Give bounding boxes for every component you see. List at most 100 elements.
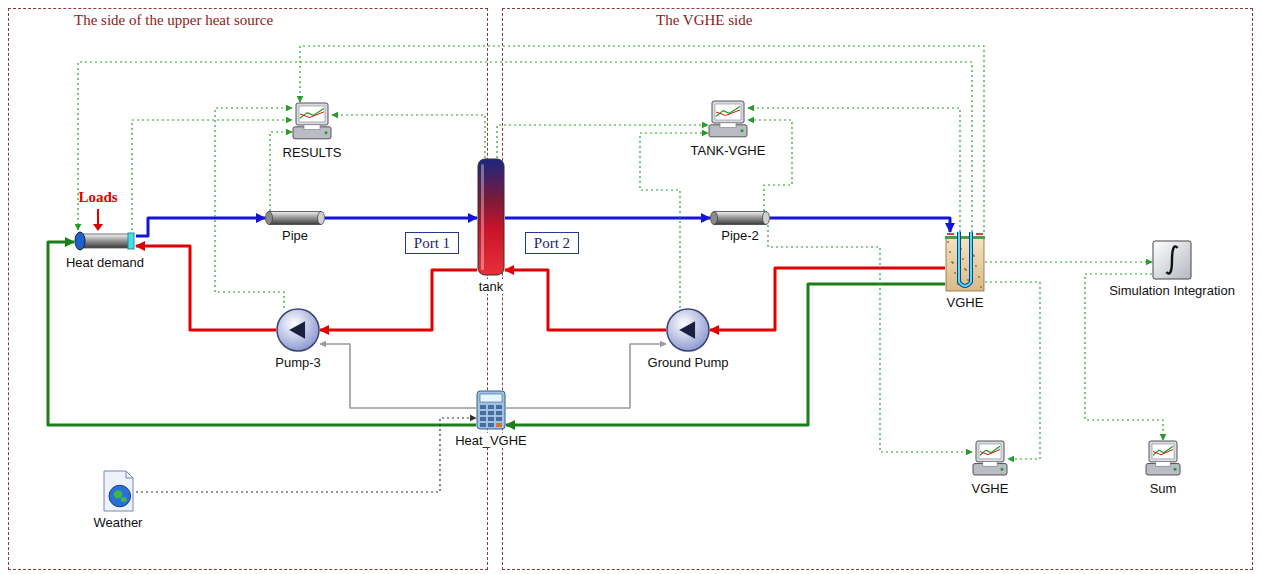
calc-symbol [476,390,506,430]
icon-part [109,485,131,507]
region-title: The VGHE side [653,12,755,29]
icon-part [952,262,954,264]
icon-part [269,212,321,225]
signal-link [768,225,972,452]
icon-part [296,103,328,125]
icon-part [947,233,983,235]
icon-part [128,233,134,249]
icon-part [712,101,744,123]
flow-pipe [770,218,950,232]
icon-part [763,212,770,225]
icon-part [983,462,997,467]
component-icon: Weather [100,470,136,512]
flow-pipe [506,284,945,425]
icon-part [277,309,319,351]
port-label: Port 2 [534,235,570,251]
printer-symbol [708,100,748,140]
port-box: Port 2 [525,232,579,254]
signal-link [332,115,485,158]
icon-part [716,106,740,116]
icon-part [976,441,1004,462]
component-icon: VGHE [972,440,1008,478]
icon-part [114,490,123,498]
icon-part [126,471,133,478]
icon-part [978,276,980,278]
port-box: Port 1 [405,232,459,254]
region-band: The side of the upper heat sourceHeat de… [8,8,488,570]
flow-pipe [136,246,276,330]
icon-part [1001,468,1004,471]
component-icon: Pump-3 [276,308,320,352]
signal-link [215,108,292,308]
load-arrow [97,209,99,226]
flow-pipe [710,268,945,330]
component-label: Heat_VGHE [453,433,529,448]
icon-part [949,251,951,253]
signal-link [748,120,792,211]
printer-symbol [292,102,332,142]
icon-part [1153,446,1173,455]
icon-part [496,417,502,421]
signal-link [497,125,708,158]
pipe-symbol [265,211,325,225]
icon-part [496,405,502,409]
icon-part [480,423,486,427]
component-icon: RESULTS [292,102,332,142]
icon-part [980,286,982,288]
component-label: TANK-VGHE [689,143,768,158]
icon-part [947,241,949,243]
icon-part [979,444,1001,459]
icon-part [488,423,494,427]
icon-part [1153,241,1191,279]
pump-symbol [666,308,710,352]
flow-pipe [506,344,666,408]
icon-part [714,212,766,225]
printer-symbol [1145,440,1181,478]
icon-part [477,391,505,429]
icon-part [480,405,486,409]
icon-part [959,232,971,286]
icon-part [318,212,325,225]
icon-part [967,279,969,281]
hx-symbol [74,230,136,252]
bore-symbol [945,232,985,292]
component-icon: VGHE [945,232,985,292]
icon-part [289,321,305,339]
component-label: VGHE [945,295,986,310]
icon-part [80,234,130,248]
tank-symbol [477,158,505,276]
signal-link [300,46,984,232]
icon-part [1174,468,1177,471]
icon-part [945,236,985,239]
icon-part [954,272,956,274]
icon-part [496,411,502,415]
flow-pipe [48,242,476,425]
component-icon: Sum [1145,440,1181,478]
icon-part [1153,450,1173,455]
flow-pipe [320,344,476,408]
component-label: Ground Pump [646,355,731,370]
input-label: Loads [78,189,117,205]
printer-symbol [972,440,1008,478]
component-label: Pipe [280,228,310,243]
signal-link [985,282,1040,459]
icon-part [965,269,967,271]
component-label: Weather [92,515,145,530]
icon-part [720,123,736,128]
component-label: tank [477,279,506,294]
icon-part [104,471,133,511]
flow-pipe [325,217,477,220]
icon-part [964,268,966,270]
icon-part [1166,246,1177,273]
icon-part [679,321,695,339]
signal-link [78,62,972,232]
component-icon: Ground Pump [666,308,710,352]
icon-part [325,131,328,134]
component-icon: TANK-VGHE [708,100,748,140]
component-icon: Pipe [265,211,325,225]
component-label: Heat demand [64,255,146,270]
component-label: Pipe-2 [719,228,761,243]
icon-part [667,309,709,351]
icon-part [75,232,85,250]
signal-link [136,418,476,492]
